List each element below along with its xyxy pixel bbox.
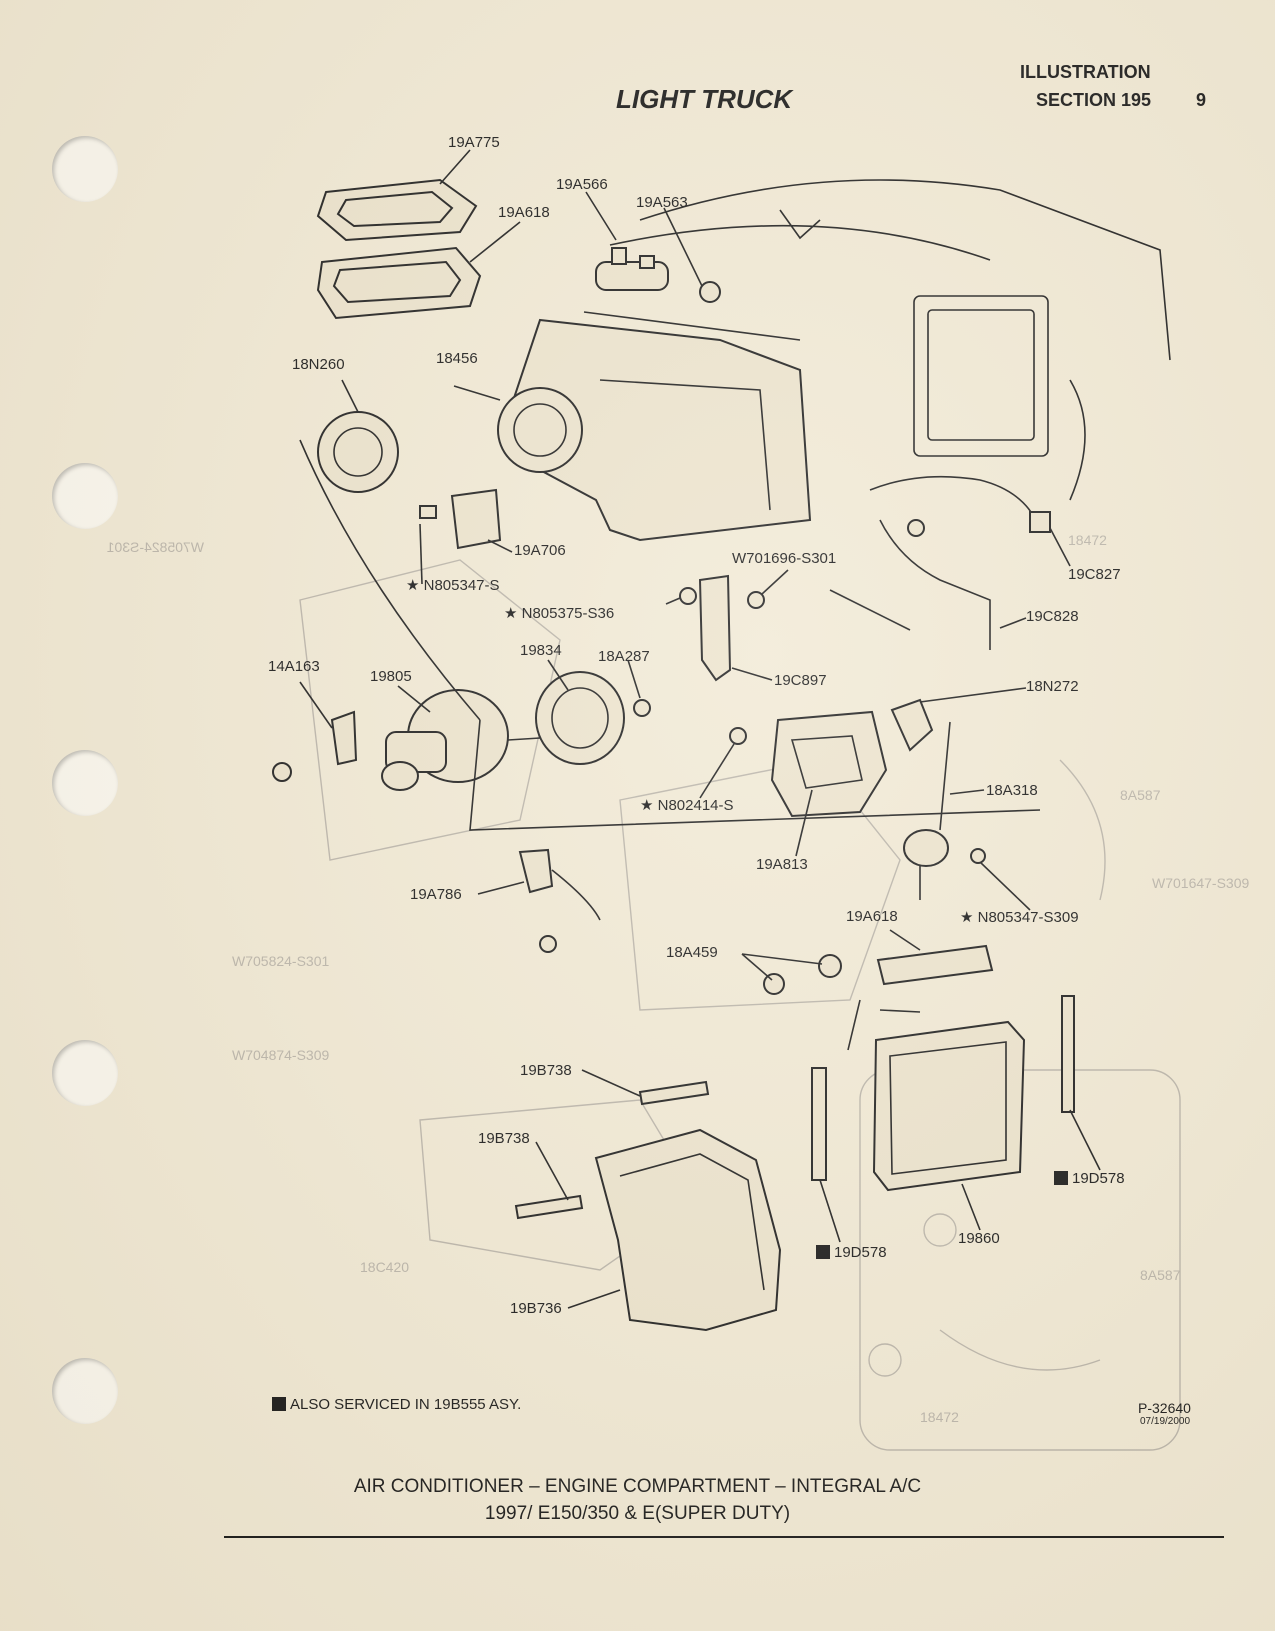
firewall-panel	[609, 179, 1171, 501]
page-number: 9	[1196, 90, 1207, 110]
part-label: 19B738	[478, 1130, 530, 1147]
gasket-19A775	[316, 178, 478, 242]
svg-text:18C420: 18C420	[360, 1259, 409, 1275]
part-label: 14A163	[268, 658, 320, 675]
part-label: 19B736	[510, 1300, 562, 1317]
svg-text:18472: 18472	[920, 1409, 959, 1425]
bracket-19C897	[679, 574, 765, 682]
part-label: 18N272	[1026, 678, 1079, 695]
duct-19A618	[316, 246, 482, 320]
resistor-19A706	[419, 488, 502, 550]
binder-hole	[52, 136, 118, 202]
seal-19D578-right	[1061, 995, 1075, 1113]
plate-number: P-32640	[1138, 1400, 1191, 1416]
part-label: 19A786	[410, 886, 462, 903]
binder-hole	[52, 1358, 118, 1424]
part-label-fastener: ★ N805347-S	[406, 577, 500, 594]
illustration-label: ILLUSTRATION	[1020, 62, 1151, 82]
part-label: 18A459	[666, 944, 718, 961]
svg-text:8A587: 8A587	[1120, 787, 1161, 803]
leader-lines	[299, 149, 1101, 1309]
part-number: N805347-S	[423, 577, 500, 594]
part-label: W701696-S301	[732, 550, 837, 567]
part-label: 19A618	[846, 908, 898, 925]
part-label: 19A775	[448, 134, 500, 151]
evaporator-core-19860	[847, 999, 1026, 1192]
part-number: 19D578	[1072, 1170, 1125, 1187]
binder-hole	[52, 463, 118, 529]
svg-text:W701647-S309: W701647-S309	[1152, 875, 1250, 891]
part-label: 19A563	[636, 194, 688, 211]
part-label: 18A287	[598, 648, 650, 665]
part-label-serviced: 19D578	[1054, 1170, 1125, 1187]
seal-19D578-left	[811, 1067, 827, 1181]
part-number: 19D578	[834, 1244, 887, 1261]
part-label: 18A318	[986, 782, 1038, 799]
caption-rule	[224, 1536, 1224, 1538]
part-label: 19860	[958, 1230, 1000, 1247]
part-number: N805347-S309	[977, 909, 1079, 926]
svg-text:W705824-S301: W705824-S301	[232, 953, 330, 969]
part-label-fastener: ★ N805375-S36	[504, 605, 615, 622]
svg-text:W704874-S309: W704874-S309	[232, 1047, 330, 1063]
svg-text:18472: 18472	[1068, 532, 1107, 548]
part-label: 19C827	[1068, 566, 1121, 583]
part-number: N805375-S36	[521, 605, 615, 622]
part-label: 18456	[436, 350, 478, 367]
serviced-marker	[1054, 1171, 1068, 1185]
svg-text:8A587: 8A587	[1140, 1267, 1181, 1283]
part-label: 19B738	[520, 1062, 572, 1079]
serviced-marker	[816, 1245, 830, 1259]
part-label: 19834	[520, 642, 562, 659]
part-label: 18N260	[292, 356, 345, 373]
part-label: 19C828	[1026, 608, 1079, 625]
gasket-18N260	[317, 411, 399, 493]
part-label-serviced: 19D578	[816, 1244, 887, 1261]
evaporator-case-19B736	[594, 1128, 782, 1332]
blower-motor-19805	[272, 689, 541, 791]
part-label: 19A813	[756, 856, 808, 873]
wire-19A786	[518, 848, 601, 953]
footnote-text: ALSO SERVICED IN 19B555 ASY.	[290, 1396, 522, 1413]
binder-hole	[52, 750, 118, 816]
plate-date: 07/19/2000	[1140, 1416, 1191, 1427]
blower-wheel-19834	[535, 671, 651, 765]
part-number: N802414-S	[657, 797, 734, 814]
part-label: 19C897	[774, 672, 827, 689]
svg-text:W705824-S301: W705824-S301	[106, 539, 204, 555]
vacuum-valve-19A566	[595, 247, 721, 303]
caption-line-1: AIR CONDITIONER – ENGINE COMPARTMENT – I…	[353, 1476, 922, 1497]
plenum-housing-18456	[497, 311, 812, 542]
seal-19B738-a	[638, 1080, 710, 1106]
part-label: 19A706	[514, 542, 566, 559]
vacuum-motor-18A318	[890, 698, 986, 900]
serviced-marker	[272, 1397, 286, 1411]
part-label: 19A566	[556, 176, 608, 193]
caption-line-2: 1997/ E150/350 & E(SUPER DUTY)	[484, 1503, 791, 1524]
section-label: SECTION 195	[1036, 90, 1152, 110]
footnote: ALSO SERVICED IN 19B555 ASY.	[272, 1396, 521, 1413]
binder-hole	[52, 1040, 118, 1106]
seal-19A618-lower	[763, 944, 994, 995]
actuator-19A813	[729, 710, 888, 818]
seal-19B738-b	[514, 1194, 584, 1220]
page-title: LIGHT TRUCK	[616, 84, 793, 114]
part-label-fastener: ★ N802414-S	[640, 797, 734, 814]
part-label-fastener: ★ N805347-S309	[960, 909, 1079, 926]
vacuum-hoses-19C827	[829, 475, 1051, 650]
part-label: 19A618	[498, 204, 550, 221]
part-label: 19805	[370, 668, 412, 685]
